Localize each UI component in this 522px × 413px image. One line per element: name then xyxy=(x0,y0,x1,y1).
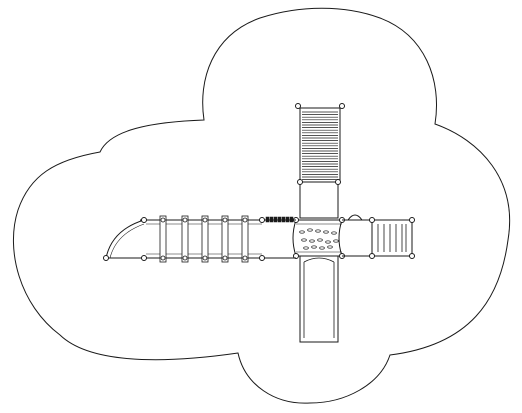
dome-panel xyxy=(347,214,363,221)
climbing-hold xyxy=(331,231,337,235)
post-cap xyxy=(409,217,415,223)
climbing-hold xyxy=(333,239,339,243)
climbing-hold xyxy=(311,245,317,249)
post-cap xyxy=(202,255,208,261)
climbing-hold xyxy=(323,230,329,234)
post-cap xyxy=(339,103,345,109)
chain-link xyxy=(265,216,270,223)
climbing-hold xyxy=(303,246,309,250)
climbing-hold xyxy=(307,228,313,232)
post-cap xyxy=(182,217,188,223)
ladder-rungs xyxy=(383,224,403,252)
post-cap xyxy=(160,255,166,261)
post-cap xyxy=(295,103,301,109)
bridge-panel xyxy=(201,215,209,263)
chain-link xyxy=(277,216,282,223)
climbing-hold xyxy=(301,238,307,242)
post-cap xyxy=(141,255,147,261)
bridge-panel xyxy=(159,215,167,263)
post-cap xyxy=(335,179,341,185)
post-cap xyxy=(160,217,166,223)
north-tube-slide xyxy=(295,103,345,183)
chain-link xyxy=(281,216,286,223)
north-deck xyxy=(297,179,341,219)
west-overhead-bridge xyxy=(103,215,296,263)
bridge-panel xyxy=(241,215,249,263)
climbing-hold xyxy=(315,229,321,233)
bridge-panel xyxy=(181,215,189,263)
chain-link xyxy=(269,216,274,223)
chain-link xyxy=(289,216,294,223)
chain-link xyxy=(273,216,278,223)
post-cap xyxy=(297,179,303,185)
central-hub-deck xyxy=(292,214,363,259)
post-cap xyxy=(369,217,375,223)
post-cap xyxy=(369,253,375,259)
climbing-hold xyxy=(325,240,331,244)
tube-slide-ribs xyxy=(302,111,338,180)
chain-bridge-links xyxy=(265,216,294,223)
climbing-hold xyxy=(317,238,323,242)
post-cap xyxy=(222,217,228,223)
post-cap xyxy=(242,255,248,261)
bridge-panels xyxy=(159,215,249,263)
post-cap xyxy=(242,217,248,223)
climbing-hold xyxy=(327,245,333,249)
post-cap xyxy=(202,217,208,223)
hub-climbing-holds xyxy=(299,228,339,250)
post-cap xyxy=(259,217,265,223)
bridge-panel xyxy=(221,215,229,263)
climbing-hold xyxy=(299,230,305,234)
post-cap xyxy=(103,255,109,261)
arch-entry xyxy=(105,219,145,259)
post-cap xyxy=(141,217,147,223)
chain-link xyxy=(285,216,290,223)
post-cap xyxy=(259,255,265,261)
south-straight-slide xyxy=(299,255,339,343)
climbing-hold xyxy=(319,246,325,250)
east-ladder xyxy=(342,217,415,259)
post-cap xyxy=(409,253,415,259)
post-cap xyxy=(222,255,228,261)
climbing-hold xyxy=(309,239,315,243)
post-cap xyxy=(182,255,188,261)
safety-zone-outline xyxy=(12,7,510,404)
